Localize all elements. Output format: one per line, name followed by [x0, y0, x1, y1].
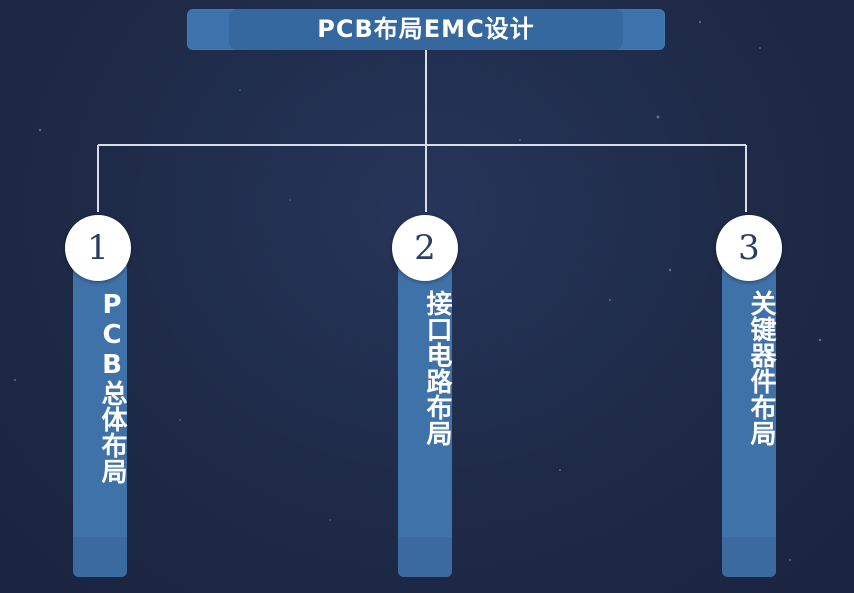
- branch-box-2: 接口电路布局: [398, 250, 452, 577]
- branch-number-badge-1: 1: [65, 215, 131, 281]
- branch-number-3: 3: [738, 228, 760, 268]
- branch-label-1: PCB总体布局: [97, 290, 127, 484]
- branch-box-3: 关键器件布局: [722, 250, 776, 577]
- branch-box-2-foot: [398, 537, 452, 577]
- diagram-title: PCB布局EMC设计: [317, 15, 535, 43]
- title-box-inner: [229, 9, 623, 50]
- branch-number-badge-2: 2: [392, 215, 458, 281]
- branch-number-badge-3: 3: [716, 215, 782, 281]
- branch-label-3: 关键器件布局: [746, 290, 776, 446]
- branch-box-1: PCB总体布局: [73, 250, 127, 577]
- branch-label-2: 接口电路布局: [422, 290, 452, 446]
- title-box: PCB布局EMC设计: [187, 9, 665, 50]
- branch-box-3-foot: [722, 537, 776, 577]
- branch-number-1: 1: [87, 228, 109, 268]
- branch-number-2: 2: [414, 228, 436, 268]
- branch-box-1-foot: [73, 537, 127, 577]
